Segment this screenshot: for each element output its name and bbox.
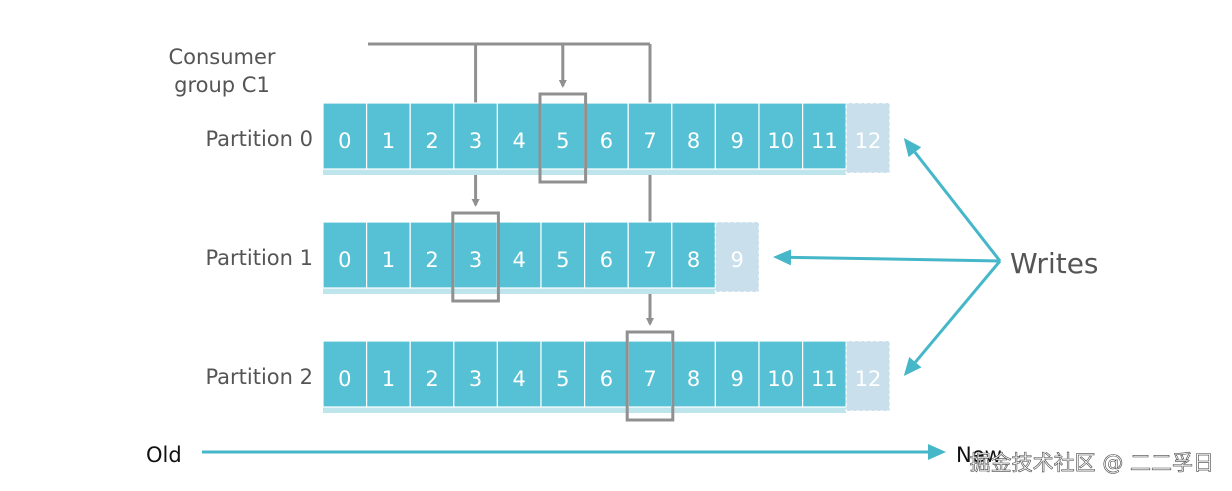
offset-cell: [671, 102, 716, 170]
offset-label: 4: [513, 248, 526, 272]
offset-label: 5: [556, 129, 569, 153]
consumer-position-brackets: [451, 92, 675, 422]
offset-label: 7: [643, 367, 656, 391]
consumer-position-bracket: [451, 211, 500, 303]
offset-cell: [366, 221, 411, 289]
offset-cell: [627, 340, 673, 408]
pending-write-cell: [845, 102, 891, 174]
offset-label: 1: [382, 367, 395, 391]
writes-arrow-line: [790, 255, 1001, 263]
offset-cell: [366, 102, 411, 170]
offset-label: 6: [600, 367, 613, 391]
writes-arrow-line: [913, 151, 1002, 262]
offset-cell: [758, 102, 804, 170]
offset-label: 3: [469, 248, 482, 272]
writes-arrow-head: [903, 357, 922, 376]
offset-label: 2: [425, 248, 438, 272]
offset-label: 8: [687, 248, 700, 272]
consumer-group-label-line1: Consumer: [168, 45, 275, 69]
offset-cell: [366, 340, 411, 408]
offset-cell: [540, 221, 586, 289]
offset-cell: [322, 102, 368, 170]
consumer-position-bracket: [625, 330, 675, 422]
offset-label: 6: [600, 248, 613, 272]
offset-label: 3: [469, 129, 482, 153]
pending-offset-label: 12: [855, 367, 882, 391]
offset-label: 7: [643, 248, 656, 272]
offset-label: 5: [556, 248, 569, 272]
pending-offset-label: 12: [855, 129, 882, 153]
writes-arrows: [773, 138, 1002, 376]
offset-cell: [801, 340, 847, 408]
offset-label: 10: [767, 129, 794, 153]
offset-label: 7: [643, 129, 656, 153]
offset-label: 8: [687, 129, 700, 153]
offset-label: 2: [425, 367, 438, 391]
offset-label: 2: [425, 129, 438, 153]
offset-label: 8: [687, 367, 700, 391]
timeline-old-label: Old: [146, 443, 182, 467]
partition-label: Partition 1: [205, 246, 313, 270]
partition-base-strip: [323, 288, 716, 294]
writes-arrow-line: [914, 260, 1002, 364]
offset-label: 1: [382, 129, 395, 153]
offset-label: 0: [338, 367, 351, 391]
writes-label: Writes: [1010, 247, 1099, 280]
partition-label: Partition 2: [205, 365, 313, 389]
offset-cell: [627, 102, 673, 170]
writes-arrow-head: [773, 249, 792, 266]
consumer-position-bracket: [538, 92, 588, 184]
pending-write-cell: [845, 340, 891, 412]
pending-offset-label: 9: [731, 248, 744, 272]
pending-write-cell: [714, 221, 760, 293]
offset-label: 4: [513, 129, 526, 153]
offset-label: 10: [767, 367, 794, 391]
offset-label: 3: [469, 367, 482, 391]
partition-label: Partition 0: [205, 127, 313, 151]
offset-cell: [540, 340, 586, 408]
partition-base-strip: [323, 407, 847, 413]
consumer-group-label-line2: group C1: [174, 73, 270, 97]
offset-cell: [758, 340, 804, 408]
offset-label: 0: [338, 248, 351, 272]
timeline-arrow-head: [928, 444, 946, 460]
offset-cell: [409, 221, 455, 289]
offset-cell: [801, 102, 847, 170]
offset-label: 4: [513, 367, 526, 391]
offset-label: 6: [600, 129, 613, 153]
offset-label: 0: [338, 129, 351, 153]
offset-label: 11: [811, 367, 838, 391]
timeline-new-label: New: [956, 443, 1002, 467]
offset-label: 1: [382, 248, 395, 272]
writes-arrow-head: [903, 138, 922, 158]
watermark-text: 掘金技术社区 @ 二二孚日: [970, 451, 1214, 475]
offset-label: 9: [731, 367, 744, 391]
offset-cell: [583, 340, 629, 408]
offset-label: 5: [556, 367, 569, 391]
partition-row: Partition 1 0 1 2 3 4 5 6 7 8 9: [205, 221, 760, 294]
offset-label: 11: [811, 129, 838, 153]
offset-label: 9: [731, 129, 744, 153]
offset-cell: [627, 221, 673, 289]
offset-cell: [453, 340, 498, 408]
offset-cell: [409, 340, 455, 408]
